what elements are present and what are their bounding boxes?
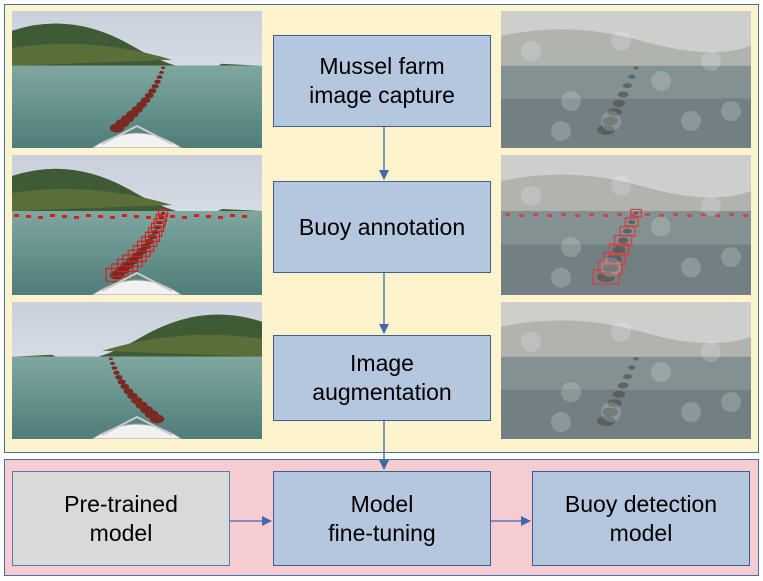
photo-clear-bow-mirrored [12,302,262,439]
photo-foggy-augmented-3 [501,302,751,439]
photo-foggy-augmented-2 [501,155,751,295]
finetuning-step-box: Model fine-tuning [273,471,491,566]
annotation-step-box: Buoy annotation [273,181,491,273]
photo-clear-bow-left [12,11,262,148]
pretrained-model-label: Pre-trained model [64,490,178,546]
capture-step-box: Mussel farm image capture [273,35,491,127]
annotation-step-label: Buoy annotation [298,213,466,240]
photo-foggy-augmented-1 [501,11,751,148]
pretrained-model-box: Pre-trained model [12,471,230,566]
detection-model-label: Buoy detection model [564,490,718,546]
photo-clear-bow-annotated [12,155,262,295]
finetuning-step-label: Model fine-tuning [328,490,436,546]
detection-model-box: Buoy detection model [532,471,750,566]
augmentation-step-box: Image augmentation [273,335,491,421]
augmentation-step-label: Image augmentation [312,350,452,405]
capture-step-label: Mussel farm image capture [309,53,455,108]
